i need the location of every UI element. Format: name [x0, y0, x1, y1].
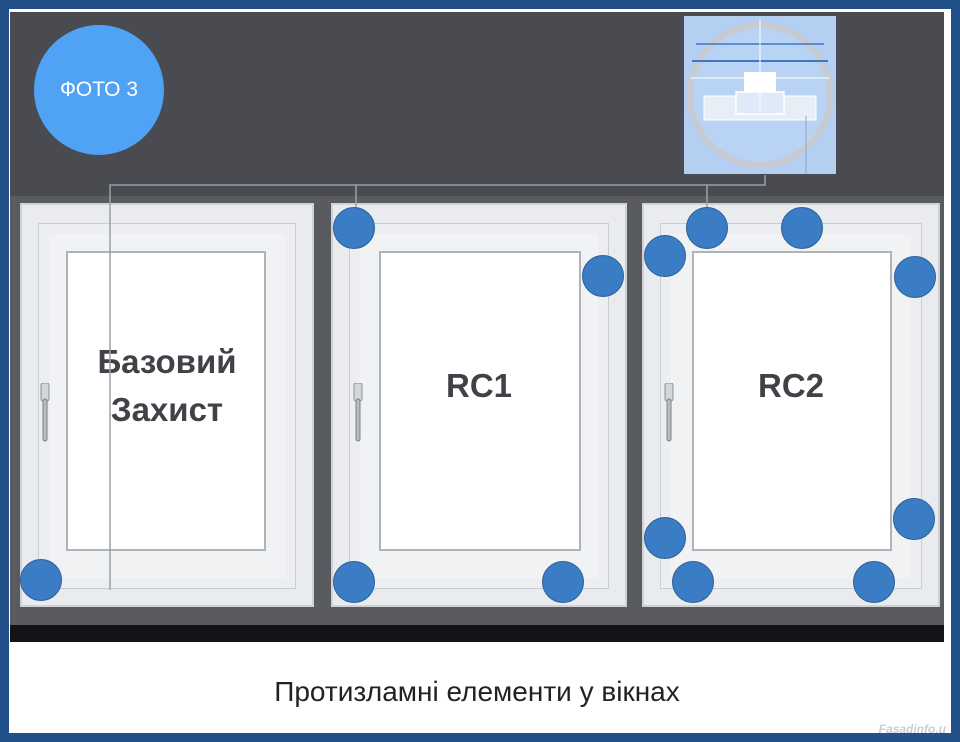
- locking-point-icon: [542, 561, 584, 603]
- locking-point-icon: [333, 207, 375, 249]
- locking-point-icon: [893, 498, 935, 540]
- window-sill: [10, 625, 944, 642]
- locking-point-icon: [644, 517, 686, 559]
- photo-badge: ФОТО 3: [34, 25, 164, 155]
- lock-detail-inset: [684, 16, 836, 174]
- window-rc2: RC2: [642, 203, 940, 607]
- photo-badge-label: ФОТО 3: [59, 78, 139, 101]
- locking-point-icon: [894, 256, 936, 298]
- watermark: Fasadinfo.u: [878, 722, 946, 736]
- locking-point-icon: [644, 235, 686, 277]
- caption-text: Протизламні елементи у вікнах: [274, 676, 680, 707]
- caption-area: Протизламні елементи у вікнах: [10, 642, 944, 730]
- locking-point-icon: [853, 561, 895, 603]
- window-label: RC1: [445, 367, 513, 404]
- window-label-line2: Захист: [110, 391, 224, 428]
- locking-point-icon: [672, 561, 714, 603]
- locking-point-icon: [20, 559, 62, 601]
- window-label: RC2: [757, 367, 825, 404]
- locking-point-icon: [333, 561, 375, 603]
- locking-point-icon: [686, 207, 728, 249]
- lock-profile-detail-icon: [687, 20, 833, 174]
- window-rc1: RC1: [331, 203, 627, 607]
- locking-point-icon: [781, 207, 823, 249]
- window-handle-icon: [40, 383, 50, 442]
- window-basic: Базовий Захист: [20, 203, 314, 607]
- window-label-line1: Базовий: [97, 343, 237, 380]
- locking-point-icon: [582, 255, 624, 297]
